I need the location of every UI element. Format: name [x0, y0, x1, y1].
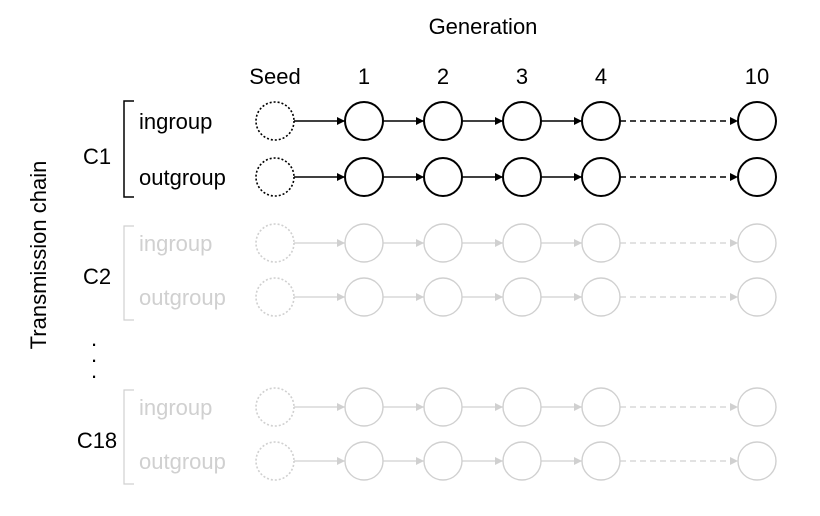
chain-bracket — [123, 100, 134, 198]
generation-node — [581, 101, 621, 141]
seed-node — [255, 277, 295, 317]
generation-node — [423, 387, 463, 427]
generation-node — [423, 101, 463, 141]
row-label-outgroup: outgroup — [139, 165, 226, 190]
generation-node-final — [737, 223, 777, 263]
generation-node — [581, 387, 621, 427]
chain-label: C2 — [83, 264, 111, 289]
transmission-chain-axis-label: Transmission chain — [26, 161, 51, 350]
chain-bracket — [123, 389, 134, 485]
generation-node — [344, 157, 384, 197]
generation-node — [502, 101, 542, 141]
generation-node — [502, 157, 542, 197]
generation-node — [423, 277, 463, 317]
ellipsis-dot: . — [91, 326, 97, 351]
chain-group: C1 ingroup outgroup — [83, 100, 777, 198]
row-label-ingroup: ingroup — [139, 109, 212, 134]
generation-node-final — [737, 441, 777, 481]
generation-node — [423, 223, 463, 263]
generation-title: Generation — [429, 14, 538, 39]
generation-node — [502, 277, 542, 317]
generation-node — [423, 441, 463, 481]
generation-node — [344, 441, 384, 481]
generation-node-final — [737, 101, 777, 141]
generation-label-2: 2 — [437, 64, 449, 89]
generation-label-3: 3 — [516, 64, 528, 89]
row-label-ingroup: ingroup — [139, 395, 212, 420]
seed-node — [255, 101, 295, 141]
chain-group: C18 ingroup outgroup — [77, 387, 777, 485]
seed-node — [255, 223, 295, 263]
chain-group: C2 ingroup outgroup — [83, 223, 777, 321]
generation-node — [502, 441, 542, 481]
seed-node — [255, 441, 295, 481]
generation-node — [344, 387, 384, 427]
generation-node — [344, 277, 384, 317]
chain-label: C18 — [77, 428, 117, 453]
generation-node-final — [737, 277, 777, 317]
generation-node — [581, 157, 621, 197]
ellipsis-dot: . — [91, 358, 97, 383]
generation-node — [581, 223, 621, 263]
generation-node-final — [737, 157, 777, 197]
seed-node — [255, 157, 295, 197]
generation-node — [502, 223, 542, 263]
generation-node — [581, 277, 621, 317]
generation-node — [502, 387, 542, 427]
row-label-outgroup: outgroup — [139, 449, 226, 474]
seed-column-label: Seed — [249, 64, 300, 89]
row-label-outgroup: outgroup — [139, 285, 226, 310]
chain-bracket — [123, 225, 134, 321]
generation-node — [581, 441, 621, 481]
generation-label-10: 10 — [745, 64, 769, 89]
ellipsis-dot: . — [91, 342, 97, 367]
generation-node — [344, 101, 384, 141]
chain-label: C1 — [83, 144, 111, 169]
generation-node-final — [737, 387, 777, 427]
seed-node — [255, 387, 295, 427]
generation-node — [423, 157, 463, 197]
generation-label-1: 1 — [358, 64, 370, 89]
row-label-ingroup: ingroup — [139, 231, 212, 256]
generation-node — [344, 223, 384, 263]
generation-label-4: 4 — [595, 64, 607, 89]
